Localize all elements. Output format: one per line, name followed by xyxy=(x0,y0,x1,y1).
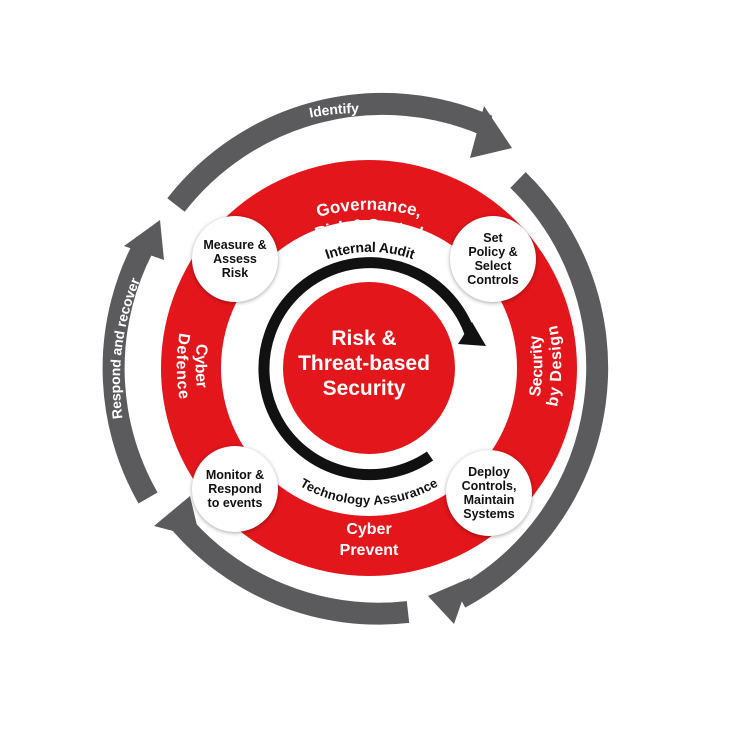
respond-arrowhead xyxy=(124,220,164,260)
cyber-prevent-label-1: Cyber xyxy=(346,521,391,538)
protect-label: Protect xyxy=(605,377,630,428)
cyber-defence-label-2: Defence xyxy=(173,332,193,400)
detect-arc xyxy=(169,512,410,625)
step-monitor-respond: Monitor & Respond to events xyxy=(192,446,278,532)
identify-arc xyxy=(167,92,493,212)
protect-arc xyxy=(454,172,609,608)
step-deploy-label: Deploy Controls, Maintain Systems xyxy=(461,465,517,521)
detect-label: Detect xyxy=(263,613,309,642)
step-deploy-controls: Deploy Controls, Maintain Systems xyxy=(446,450,532,536)
cyber-prevent-label-2: Prevent xyxy=(340,542,399,559)
internal-audit-label: Internal Audit xyxy=(323,239,417,262)
inner-cycle-arrow xyxy=(258,257,478,481)
center-disc xyxy=(283,282,455,454)
identify-arrowhead xyxy=(470,106,512,158)
identify-label: Identify xyxy=(308,100,359,121)
detect-arrowhead xyxy=(154,496,200,538)
security-design-label-1: Security xyxy=(527,334,547,398)
inner-cycle-arrowhead xyxy=(458,322,486,346)
step-monitor-label: Monitor & Respond to events xyxy=(205,468,265,510)
step-measure-assess-risk: Measure & Assess Risk xyxy=(192,216,278,302)
step-set-policy: Set Policy & Select Controls xyxy=(450,216,536,302)
cyber-defence-label-1: Cyber xyxy=(192,343,210,389)
protect-arrowhead xyxy=(428,578,470,624)
step-policy-label: Set Policy & Select Controls xyxy=(467,231,519,287)
security-design-label-2: by Design xyxy=(544,324,565,408)
respond-arc xyxy=(102,236,158,504)
step-measure-label: Measure & Assess Risk xyxy=(203,238,267,280)
center-title: Risk & Threat-based Security xyxy=(298,327,430,400)
